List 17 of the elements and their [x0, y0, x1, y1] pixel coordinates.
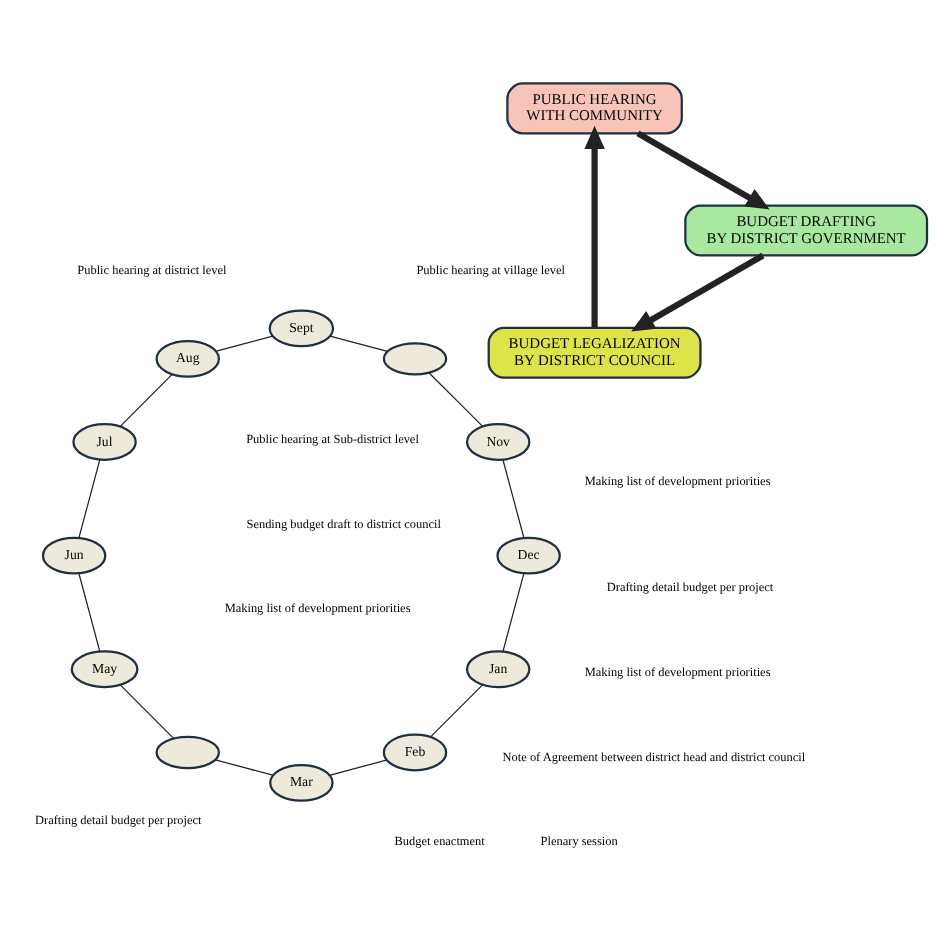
- node-ellipse: [154, 735, 219, 770]
- connector: [427, 372, 483, 428]
- connector: [328, 759, 386, 776]
- arrow: [583, 125, 604, 328]
- connector: [77, 459, 100, 539]
- node-ellipse: [381, 342, 447, 376]
- arrow: [630, 252, 764, 332]
- connector: [213, 759, 273, 776]
- arrow: [635, 130, 769, 210]
- connector: [214, 335, 273, 352]
- connector: [118, 684, 174, 739]
- connector: [118, 373, 172, 427]
- connector: [428, 684, 483, 738]
- connector: [328, 335, 388, 353]
- connector: [501, 459, 524, 539]
- connector: [77, 572, 100, 653]
- connector: [501, 572, 524, 653]
